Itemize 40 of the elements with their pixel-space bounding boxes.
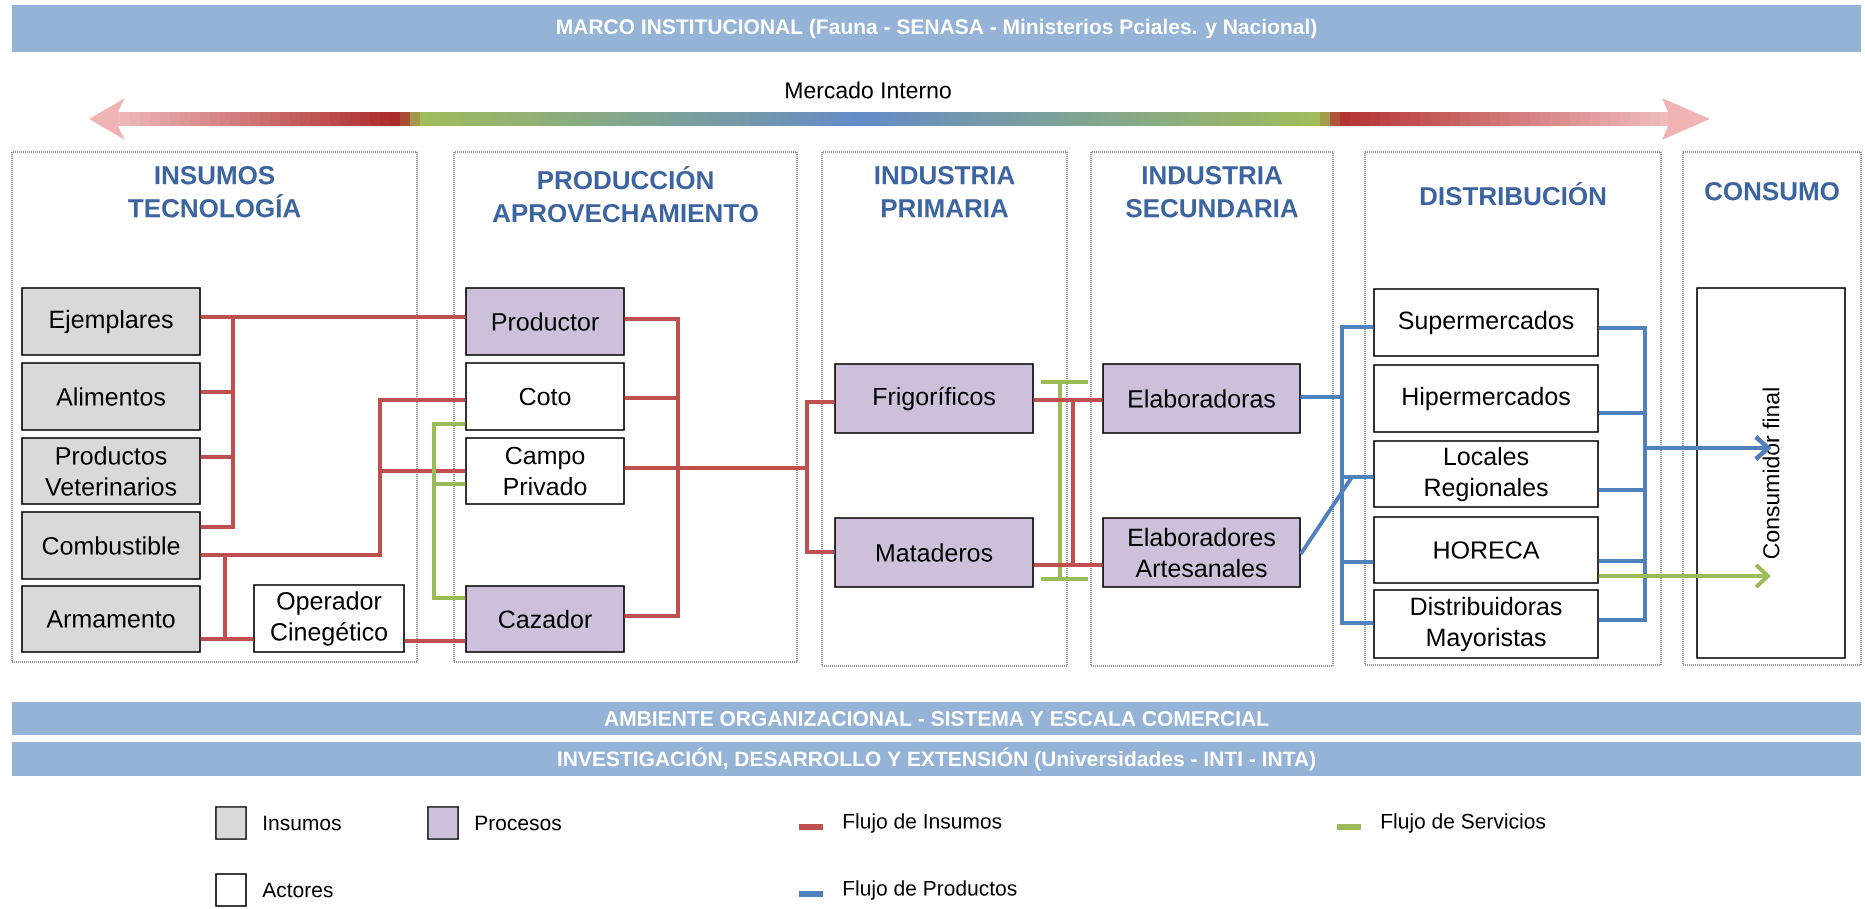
arrow-label: Mercado Interno bbox=[786, 81, 951, 99]
process-box: Elaboradores Artesanales bbox=[1102, 517, 1301, 588]
connector bbox=[200, 315, 466, 529]
band: MARCO INSTITUCIONAL (Fauna - SENASA - Ministerios Pciales. y Nacional) bbox=[12, 5, 1861, 52]
connector bbox=[404, 639, 466, 643]
legend-label: Insumos bbox=[264, 815, 341, 831]
connector bbox=[1033, 398, 1103, 567]
legend-label: Procesos bbox=[475, 815, 561, 831]
process-box: Distribuidoras Mayoristas bbox=[1373, 589, 1599, 659]
process-box: HORECA bbox=[1373, 516, 1599, 584]
process-box: Armamento bbox=[21, 585, 201, 653]
process-box: Coto bbox=[465, 362, 625, 431]
legend-label: Actores bbox=[262, 882, 333, 898]
legend-label: Flujo de Insumos bbox=[843, 813, 1002, 833]
process-box: Locales Regionales bbox=[1373, 440, 1599, 508]
process-box: Operador Cinegético bbox=[253, 584, 405, 653]
process-box: Supermercados bbox=[1373, 288, 1599, 357]
process-box: Frigoríficos bbox=[834, 363, 1034, 434]
band: AMBIENTE ORGANIZACIONAL - SISTEMA Y ESCALA COMERCIAL bbox=[12, 702, 1861, 735]
process-box: Cazador bbox=[465, 585, 625, 653]
connector bbox=[624, 466, 835, 618]
connector bbox=[200, 637, 254, 641]
process-box: Campo Privado bbox=[465, 437, 625, 505]
connector bbox=[1598, 563, 1771, 589]
band: INVESTIGACIÓN, DESARROLLO Y EXTENSIÓN (Universidades - INTI - INTA) bbox=[12, 742, 1861, 776]
process-box: Elaboradoras bbox=[1102, 363, 1301, 434]
process-box: Combustible bbox=[21, 511, 201, 580]
process-box: Alimentos bbox=[21, 362, 201, 431]
process-box: Productos Veterinarios bbox=[21, 437, 201, 505]
connector bbox=[1300, 395, 1374, 625]
process-box: Mataderos bbox=[834, 517, 1034, 588]
legend-label: Flujo de Productos bbox=[843, 880, 1017, 900]
connector bbox=[1598, 435, 1771, 622]
connector bbox=[432, 482, 466, 600]
process-box: Consumidor final bbox=[1696, 287, 1846, 659]
process-box: Productor bbox=[465, 287, 625, 356]
process-box: Hipermercados bbox=[1373, 364, 1599, 433]
legend-label: Flujo de Servicios bbox=[1381, 813, 1546, 833]
process-box: Ejemplares bbox=[21, 287, 201, 356]
connector bbox=[1299, 475, 1374, 556]
